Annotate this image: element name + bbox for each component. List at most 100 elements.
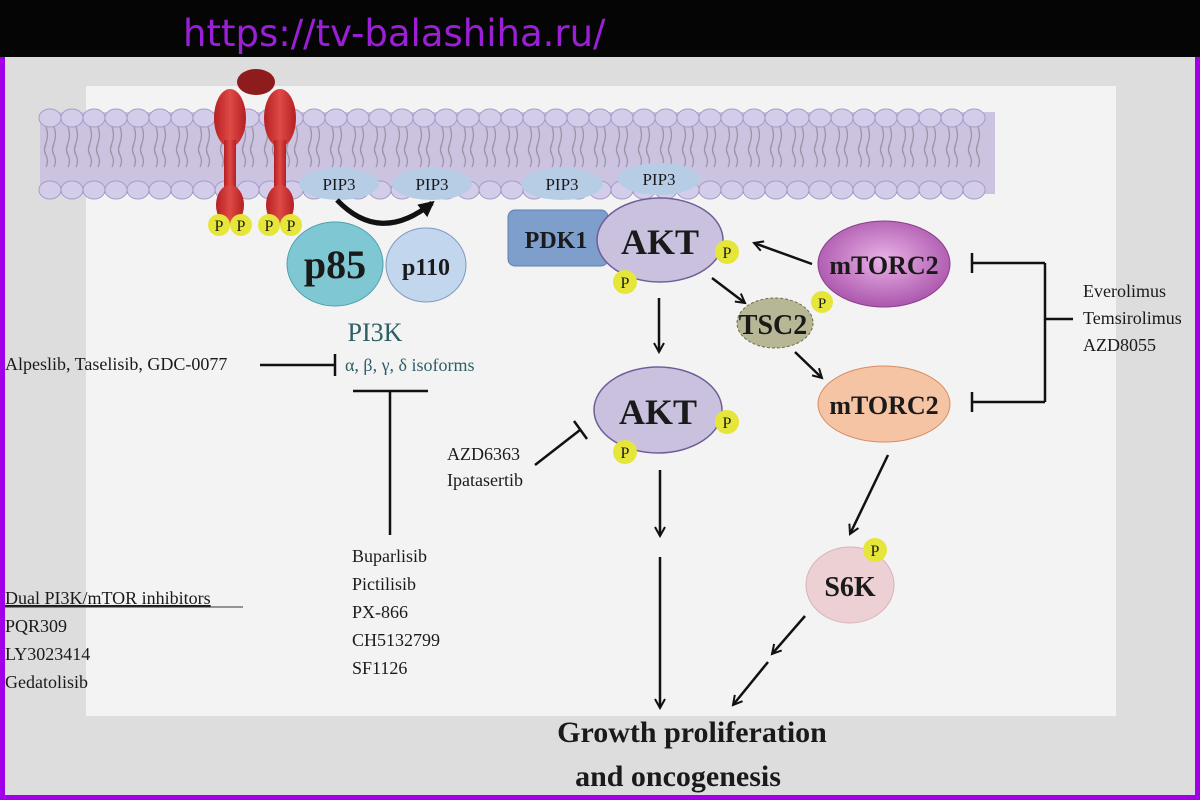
phospho-badge: P (811, 291, 833, 313)
lipid-head (434, 108, 458, 128)
lipid-head (192, 108, 216, 128)
outcome-label: Growth proliferation and oncogenesis (557, 716, 827, 793)
svg-text:AZD6363: AZD6363 (447, 444, 520, 464)
lipid-tail (293, 126, 299, 168)
site-url[interactable]: https://tv-balashiha.ru/ (183, 12, 606, 55)
lipid-tail (491, 126, 497, 168)
lipid-tail (799, 126, 805, 168)
activation-arrow (772, 615, 806, 654)
inhibition-line (534, 420, 589, 466)
lipid-tail (425, 126, 431, 168)
lipid-tail (843, 126, 849, 168)
lipid-head (302, 108, 326, 128)
svg-text:P: P (265, 218, 274, 235)
phospho-badge: P (208, 214, 230, 236)
lipid-head (918, 180, 942, 200)
lipid-tail (469, 126, 475, 168)
lipid-head (654, 108, 678, 128)
lipid-head (148, 180, 172, 200)
lipid-head (170, 180, 194, 200)
lipid-tail (777, 126, 783, 168)
lipid-head (632, 108, 656, 128)
lipid-tail (711, 126, 717, 168)
phospho-badge: P (280, 214, 302, 236)
lipid-tail (835, 126, 841, 168)
lipid-head (60, 108, 84, 128)
pip3-akt-2: PIP3 (618, 163, 700, 195)
lipid-head (500, 180, 524, 200)
lipid-tail (975, 126, 981, 168)
pan-pi3k-inhibitor-list: Buparlisib Pictilisib PX-866 CH5132799 S… (352, 546, 440, 678)
lipid-head (148, 108, 172, 128)
lipid-head (874, 180, 898, 200)
lipid-head (808, 180, 832, 200)
lipid-tail (535, 126, 541, 168)
lipid-head (38, 180, 62, 200)
lipid-tail (901, 126, 907, 168)
lipid-head (786, 180, 810, 200)
mtorc2-bottom-node: mTORC2 (817, 365, 951, 443)
lipid-tail (109, 126, 115, 168)
lipid-tail (337, 126, 343, 168)
svg-text:P: P (621, 445, 630, 462)
lipid-head (698, 108, 722, 128)
lipid-tail (879, 126, 885, 168)
lipid-tail (821, 126, 827, 168)
lipid-head (126, 180, 150, 200)
lipid-head (742, 108, 766, 128)
svg-text:AZD8055: AZD8055 (1083, 335, 1156, 355)
svg-text:P: P (215, 218, 224, 235)
svg-text:mTORC2: mTORC2 (829, 251, 938, 280)
phospho-badge: P (863, 538, 887, 562)
mtor-inhibitor-list: Everolimus Temsirolimus AZD8055 (1083, 281, 1182, 355)
cell-membrane (38, 108, 995, 200)
lipid-tail (417, 126, 423, 168)
lipid-head (896, 180, 920, 200)
activation-arrow (794, 351, 822, 378)
akt-inhibitor-list: AZD6363 Ipatasertib (447, 444, 523, 490)
lipid-tail (153, 126, 159, 168)
lipid-head (412, 108, 436, 128)
svg-text:PIP3: PIP3 (415, 175, 448, 194)
lipid-head (720, 108, 744, 128)
lipid-head (478, 108, 502, 128)
lipid-tail (931, 126, 937, 168)
dual-inhibitor-list: Dual PI3K/mTOR inhibitors PQR309 LY30234… (5, 588, 243, 692)
lipid-tail (601, 126, 607, 168)
svg-text:Gedatolisib: Gedatolisib (5, 672, 88, 692)
lipid-tail (579, 126, 585, 168)
lipid-tail (87, 126, 93, 168)
lipid-head (962, 108, 986, 128)
lipid-head (82, 180, 106, 200)
inhibition-line (353, 389, 428, 535)
lipid-head (38, 108, 62, 128)
lipid-head (742, 180, 766, 200)
svg-text:S6K: S6K (824, 572, 876, 603)
lipid-tail (967, 126, 973, 168)
lipid-head (852, 180, 876, 200)
lipid-head (104, 180, 128, 200)
lipid-tail (359, 126, 365, 168)
lipid-head (390, 108, 414, 128)
lipid-tail (909, 126, 915, 168)
svg-text:AKT: AKT (619, 392, 697, 432)
lipid-tail (329, 126, 335, 168)
lipid-head (676, 108, 700, 128)
lipid-head (764, 108, 788, 128)
pip3-left: PIP3 (299, 168, 379, 200)
lipid-tail (139, 126, 145, 168)
lipid-tail (175, 126, 181, 168)
lipid-head (478, 180, 502, 200)
svg-text:CH5132799: CH5132799 (352, 630, 440, 650)
lipid-tail (447, 126, 453, 168)
lipid-tail (887, 126, 893, 168)
phospho-badge: P (613, 270, 637, 294)
phospho-badge: P (613, 440, 637, 464)
lipid-tail (637, 126, 643, 168)
pdk1-node: PDK1 (507, 209, 609, 267)
svg-text:P: P (621, 275, 630, 292)
inhibition-bracket (970, 253, 1073, 412)
lipid-head (522, 108, 546, 128)
activation-arrow (754, 243, 813, 266)
lipid-tail (755, 126, 761, 168)
